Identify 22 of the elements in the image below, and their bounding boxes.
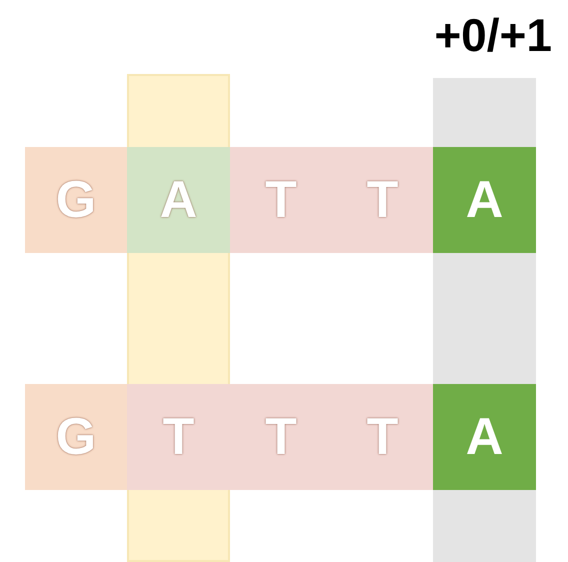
nucleotide-cell	[25, 384, 127, 490]
nucleotide-cell	[127, 147, 230, 253]
base-letter: G	[56, 411, 96, 463]
nucleotide-cell	[230, 147, 332, 253]
nucleotide-cell	[25, 147, 127, 253]
title: +0/+1	[434, 8, 552, 63]
nucleotide-cell	[127, 384, 230, 490]
base-letter: T	[265, 411, 297, 463]
highlight-column	[433, 78, 536, 562]
base-letter: G	[56, 174, 96, 226]
nucleotide-cell	[332, 384, 433, 490]
nucleotide-cell	[433, 384, 536, 490]
base-letter: A	[466, 174, 504, 226]
base-letter: T	[265, 174, 297, 226]
base-letter: A	[466, 411, 504, 463]
highlight-column	[127, 74, 230, 562]
base-letter: T	[162, 411, 194, 463]
nucleotide-cell	[332, 147, 433, 253]
nucleotide-cell	[433, 147, 536, 253]
base-letter: T	[366, 174, 398, 226]
base-letter: A	[160, 174, 198, 226]
base-letter: T	[366, 411, 398, 463]
